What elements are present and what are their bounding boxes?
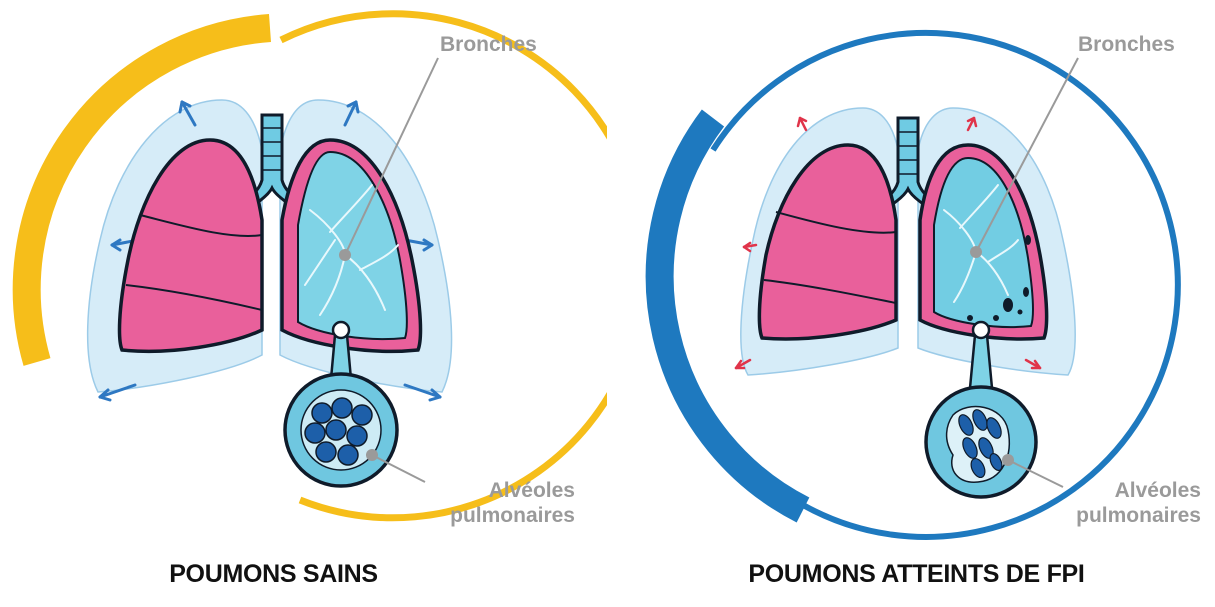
bronchi-label: Bronches <box>1078 32 1175 57</box>
alveoli-label-line2: pulmonaires <box>420 503 575 528</box>
ipf-lungs-panel: Bronches Alvéoles pulmonaires POUMONS AT… <box>608 0 1215 607</box>
healthy-lungs-panel: Bronches Alvéoles pulmonaires POUMONS SA… <box>0 0 607 607</box>
bronchi-label: Bronches <box>440 32 537 57</box>
alveoli-label-line1: Alvéoles <box>1046 478 1201 503</box>
alveoli-label-line2: pulmonaires <box>1046 503 1201 528</box>
alveoli-label: Alvéoles pulmonaires <box>1046 478 1201 528</box>
alveoli-label: Alvéoles pulmonaires <box>420 478 575 528</box>
healthy-lungs-title: POUMONS SAINS <box>0 560 577 589</box>
alveoli-label-line1: Alvéoles <box>420 478 575 503</box>
ipf-lungs-title: POUMONS ATTEINTS DE FPI <box>613 560 1215 589</box>
